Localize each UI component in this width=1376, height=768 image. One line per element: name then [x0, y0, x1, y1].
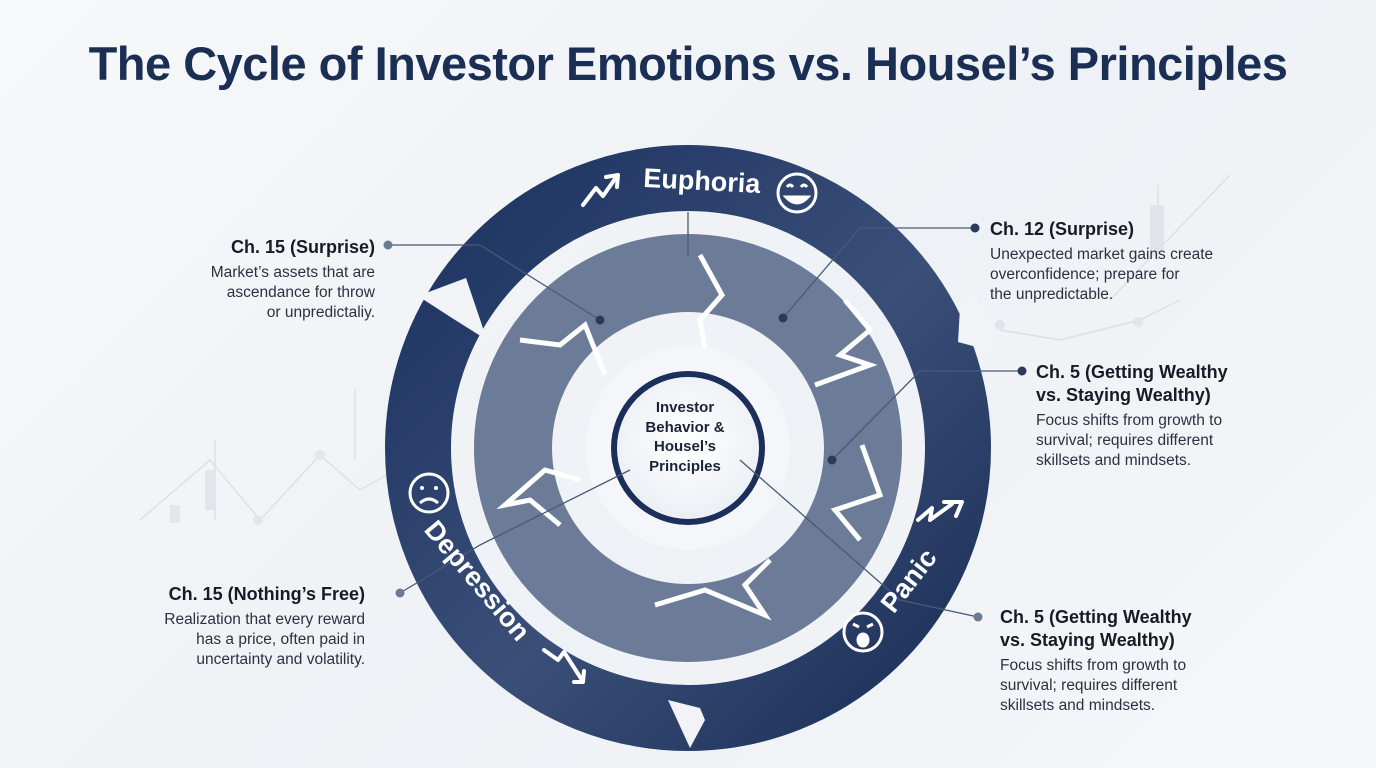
center-label-line: Housel’s [654, 438, 716, 455]
connector-dots [383, 223, 1027, 622]
callout-chapter: Ch. 15 (Nothing’s Free) [168, 584, 365, 604]
callout-line: survival; requires different [1036, 432, 1214, 449]
callout-top-left: Ch. 15 (Surprise) Market’s assets that a… [170, 236, 375, 323]
callout-top-right: Ch. 12 (Surprise) Unexpected market gain… [990, 218, 1270, 305]
middle-ring-dividers [496, 253, 884, 621]
callout-line: ascendance for throw [226, 284, 375, 301]
callout-chapter: Ch. 12 (Surprise) [990, 219, 1135, 239]
callout-line: overconfidence; prepare for [990, 266, 1180, 283]
background-market-chart [139, 174, 1231, 525]
center-label-line: Behavior & [645, 418, 725, 436]
callout-line: the unpredictable. [990, 286, 1114, 303]
callout-chapter: Ch. 5 (Getting Wealthy vs. Staying Wealt… [1036, 361, 1296, 407]
ring-arrow-breaks [418, 278, 995, 748]
phase-label-euphoria: Euphoria [643, 163, 762, 199]
connector-lines [388, 212, 1022, 618]
callout-chapter-line: Ch. 5 (Getting Wealthy [1036, 362, 1228, 382]
trend-up-arrow-icon [581, 173, 620, 207]
callout-description: Focus shifts from growth to survival; re… [1000, 656, 1260, 716]
callout-line: Focus shifts from growth to [1000, 657, 1187, 674]
callout-line: Realization that every reward [164, 611, 365, 628]
callout-line: Focus shifts from growth to [1036, 412, 1223, 429]
callout-description: Focus shifts from growth to survival; re… [1036, 411, 1296, 471]
frowning-face-icon [408, 472, 450, 514]
trend-down-arrow-icon [542, 648, 586, 684]
callout-chapter-line: vs. Staying Wealthy) [1000, 630, 1175, 650]
callout-chapter-line: Ch. 5 (Getting Wealthy [1000, 607, 1192, 627]
callout-line: uncertainty and volatility. [196, 651, 365, 668]
distressed-face-icon [842, 611, 884, 653]
callout-mid-right: Ch. 5 (Getting Wealthy vs. Staying Wealt… [1036, 361, 1296, 471]
callout-description: Unexpected market gains create overconfi… [990, 245, 1270, 305]
center-label-line: Principles [649, 457, 721, 475]
trend-volatile-arrow-icon [916, 500, 964, 522]
callout-bottom-left: Ch. 15 (Nothing’s Free) Realization that… [120, 583, 365, 670]
callout-line: survival; requires different [1000, 677, 1178, 694]
callout-line: skillsets and mindsets. [1036, 452, 1192, 469]
callout-description: Market’s assets that are ascendance for … [170, 263, 375, 323]
callout-line: Market’s assets that are [210, 264, 375, 281]
callout-bottom-right: Ch. 5 (Getting Wealthy vs. Staying Wealt… [1000, 606, 1260, 716]
callout-chapter: Ch. 5 (Getting Wealthy vs. Staying Wealt… [1000, 606, 1260, 652]
callout-chapter: Ch. 15 (Surprise) [230, 237, 375, 257]
center-circle [611, 371, 765, 525]
callout-chapter-line: vs. Staying Wealthy) [1036, 385, 1211, 405]
callout-line: skillsets and mindsets. [1000, 697, 1156, 714]
callout-line: or unpredictaliy. [266, 304, 375, 321]
page-title: The Cycle of Investor Emotions vs. House… [88, 37, 1288, 90]
center-label: Investor Behavior & Housel’s Principles [630, 398, 740, 476]
callout-description: Realization that every reward has a pric… [120, 610, 365, 670]
callout-line: has a price, often paid in [196, 631, 365, 648]
center-label-line: Investor [655, 399, 715, 416]
smiling-face-icon [776, 172, 818, 214]
callout-line: Unexpected market gains create [990, 246, 1214, 263]
